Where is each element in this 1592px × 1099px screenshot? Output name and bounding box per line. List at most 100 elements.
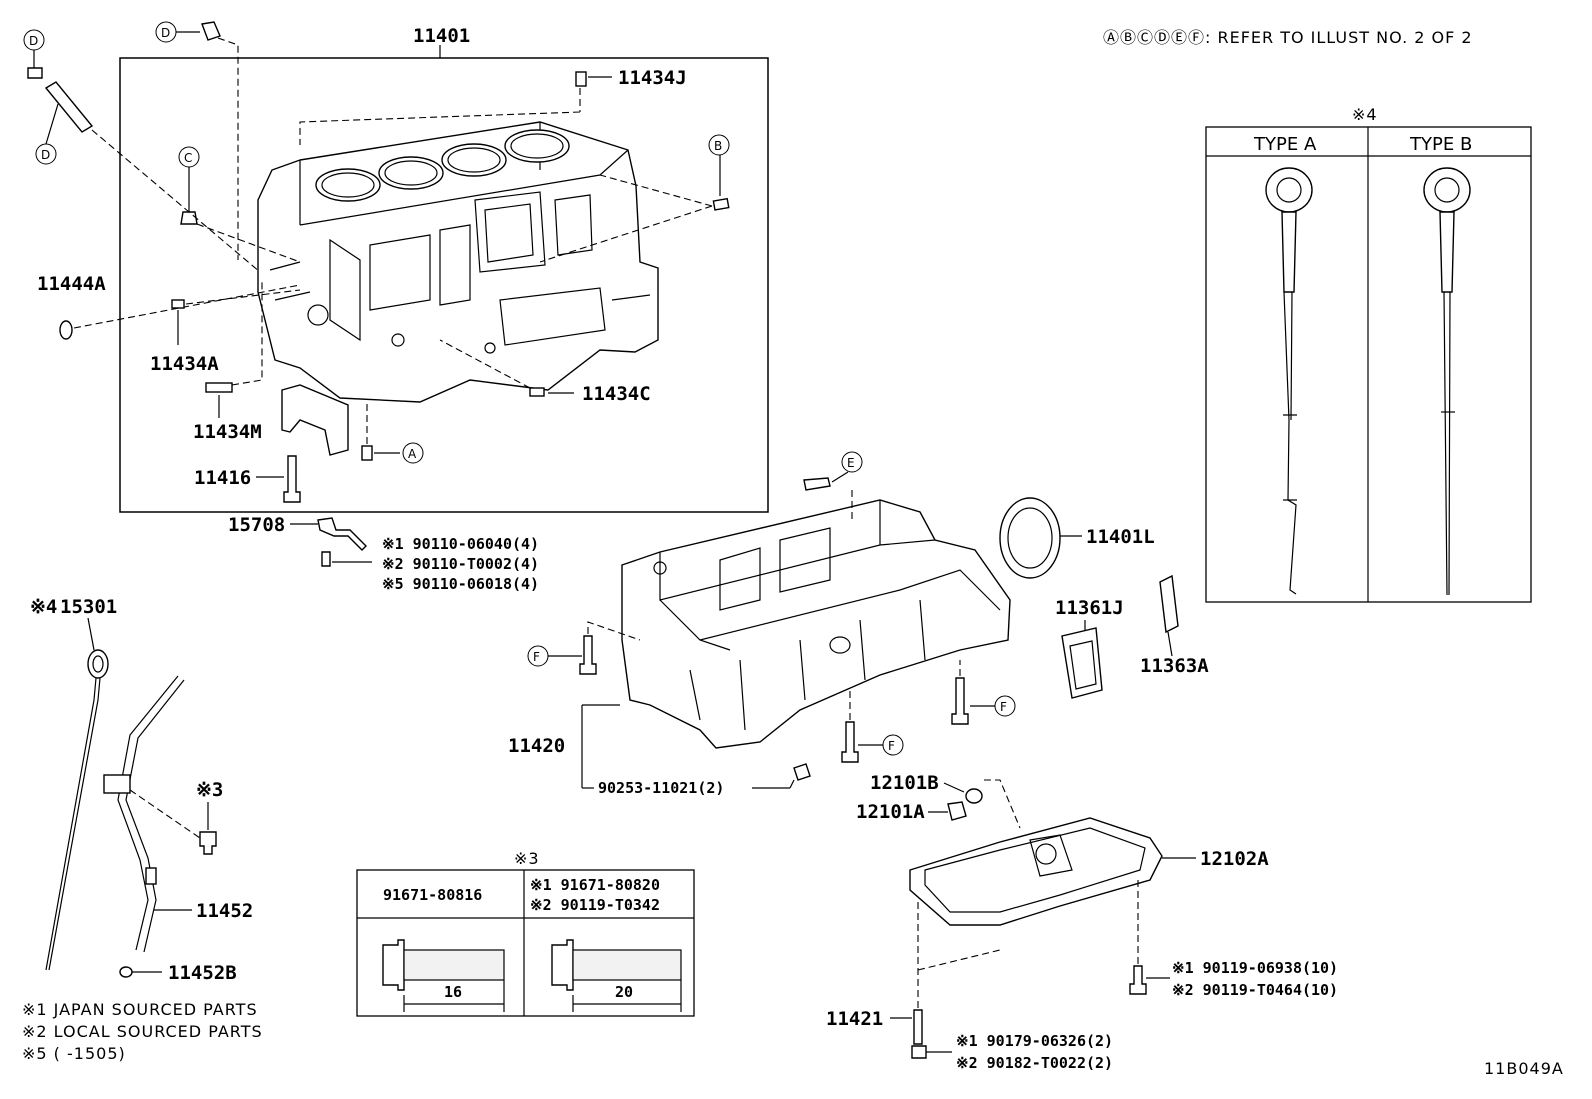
bolt-15708 xyxy=(321,551,331,567)
pin-11434C xyxy=(529,387,545,397)
bolt-note-3 xyxy=(199,831,217,855)
bolt-E xyxy=(803,477,831,491)
label-15301-prefix: ※4 xyxy=(30,596,57,618)
plug-D-left xyxy=(27,67,43,79)
pin-11434A xyxy=(171,299,185,309)
svg-text:B: B xyxy=(714,139,722,153)
type-b-header: TYPE B xyxy=(1409,134,1472,155)
label-11401L: 11401L xyxy=(1086,526,1155,548)
oil-pan-lower xyxy=(909,817,1163,926)
label-12101B: 12101B xyxy=(870,772,939,794)
bearing-cap xyxy=(281,384,349,456)
circle-ref-B: B xyxy=(708,134,730,156)
nut-11421 xyxy=(911,1045,927,1059)
circle-ref-F2: F xyxy=(994,695,1016,717)
table3-col2-part1: ※1 91671-80820 xyxy=(530,876,660,894)
table3-len1: 16 xyxy=(444,983,462,1001)
label-11416: 11416 xyxy=(194,467,251,489)
circle-ref-C: C xyxy=(178,146,200,168)
bolt-F1 xyxy=(579,635,597,675)
label-11452: 11452 xyxy=(196,900,253,922)
bolt-F3 xyxy=(841,721,859,763)
circle-ref-F1: F xyxy=(527,645,549,667)
bolt-note-2: ※2 90110-T0002(4) xyxy=(382,555,539,573)
pin-B xyxy=(712,197,730,211)
guide-bracket xyxy=(103,774,131,794)
oring-11444A xyxy=(59,320,73,340)
svg-text:D: D xyxy=(29,34,38,48)
oil-jet-15708 xyxy=(317,517,367,551)
circle-ref-D-top: D xyxy=(155,21,177,43)
legend-japan: ※1 JAPAN SOURCED PARTS xyxy=(22,1000,258,1019)
dipstick-type-box: TYPE A TYPE B xyxy=(1205,126,1532,603)
label-11434M: 11434M xyxy=(193,421,262,443)
table3-col1-part: 91671-80816 xyxy=(383,886,482,904)
svg-text:D: D xyxy=(41,148,50,162)
svg-text:F: F xyxy=(1000,700,1007,714)
refer-note: ⒶⒷⒸⒹⒺⒻ: REFER TO ILLUST NO. 2 OF 2 xyxy=(1103,28,1473,47)
dipstick-15301 xyxy=(87,649,109,679)
table3-title: ※3 xyxy=(514,849,540,868)
label-15301: 15301 xyxy=(60,596,117,618)
pin-11434M xyxy=(205,382,233,393)
circle-ref-F3: F xyxy=(882,734,904,756)
legend-local: ※2 LOCAL SOURCED PARTS xyxy=(22,1022,263,1041)
bolt-11416 xyxy=(283,455,301,503)
typebox-title: ※4 xyxy=(1352,105,1378,124)
circle-ref-E: E xyxy=(841,451,863,473)
gasket-12101B xyxy=(965,788,983,804)
label-15708: 15708 xyxy=(228,514,285,536)
legend-5: ※5 ( -1505) xyxy=(22,1044,126,1063)
stud-90253 xyxy=(793,763,811,781)
bolt-oilpan xyxy=(1129,965,1147,995)
oil-pan-upper xyxy=(621,499,1011,749)
plate-11363A xyxy=(1159,574,1179,634)
label-11434A: 11434A xyxy=(150,353,219,375)
sensor-D xyxy=(44,81,94,133)
circle-ref-D-left1: D xyxy=(23,29,45,51)
guide-clip xyxy=(145,867,157,885)
label-12102A: 12102A xyxy=(1200,848,1269,870)
svg-text:C: C xyxy=(184,151,192,165)
oilpan-bolt-2: ※2 90119-T0464(10) xyxy=(1172,981,1338,999)
svg-text:F: F xyxy=(533,650,540,664)
label-note-3: ※3 xyxy=(196,779,223,801)
oilpan-bolt-1: ※1 90119-06938(10) xyxy=(1172,959,1338,977)
label-11444A: 11444A xyxy=(37,273,106,295)
block-frame xyxy=(119,57,769,513)
svg-text:F: F xyxy=(888,739,895,753)
svg-text:A: A xyxy=(408,447,417,461)
plug-D-top xyxy=(201,21,221,41)
bolt-note-5: ※5 90110-06018(4) xyxy=(382,575,539,593)
bolt-F2 xyxy=(951,677,969,725)
figure-id: 11B049A xyxy=(1484,1059,1564,1078)
label-11361J: 11361J xyxy=(1055,597,1124,619)
label-12101A: 12101A xyxy=(856,801,925,823)
oil-seal-11401L xyxy=(999,497,1061,579)
svg-text:E: E xyxy=(847,456,855,470)
label-90253: 90253-11021(2) xyxy=(598,779,724,797)
drain-bolt-1: ※1 90179-06326(2) xyxy=(956,1032,1113,1050)
circle-ref-A: A xyxy=(402,442,424,464)
table3-len2: 20 xyxy=(615,983,633,1001)
type-a-header: TYPE A xyxy=(1253,134,1317,155)
plug-C xyxy=(180,211,198,225)
label-11452B: 11452B xyxy=(168,962,237,984)
pin-11434J xyxy=(575,71,587,87)
stud-11421 xyxy=(913,1009,923,1045)
pin-A xyxy=(361,445,373,461)
label-11363A: 11363A xyxy=(1140,655,1209,677)
oring-11452B xyxy=(119,966,133,978)
svg-text:D: D xyxy=(161,26,170,40)
label-11421: 11421 xyxy=(826,1008,883,1030)
label-11434J: 11434J xyxy=(618,67,687,89)
label-11420: 11420 xyxy=(508,735,565,757)
bolt-table: 91671-80816 ※1 91671-80820 ※2 90119-T034… xyxy=(356,869,695,1017)
label-11401: 11401 xyxy=(413,25,470,47)
cylinder-block xyxy=(257,121,659,403)
table3-col2-part2: ※2 90119-T0342 xyxy=(530,896,660,914)
plug-12101A xyxy=(947,801,967,821)
bolt-note-1: ※1 90110-06040(4) xyxy=(382,535,539,553)
label-11434C: 11434C xyxy=(582,383,651,405)
